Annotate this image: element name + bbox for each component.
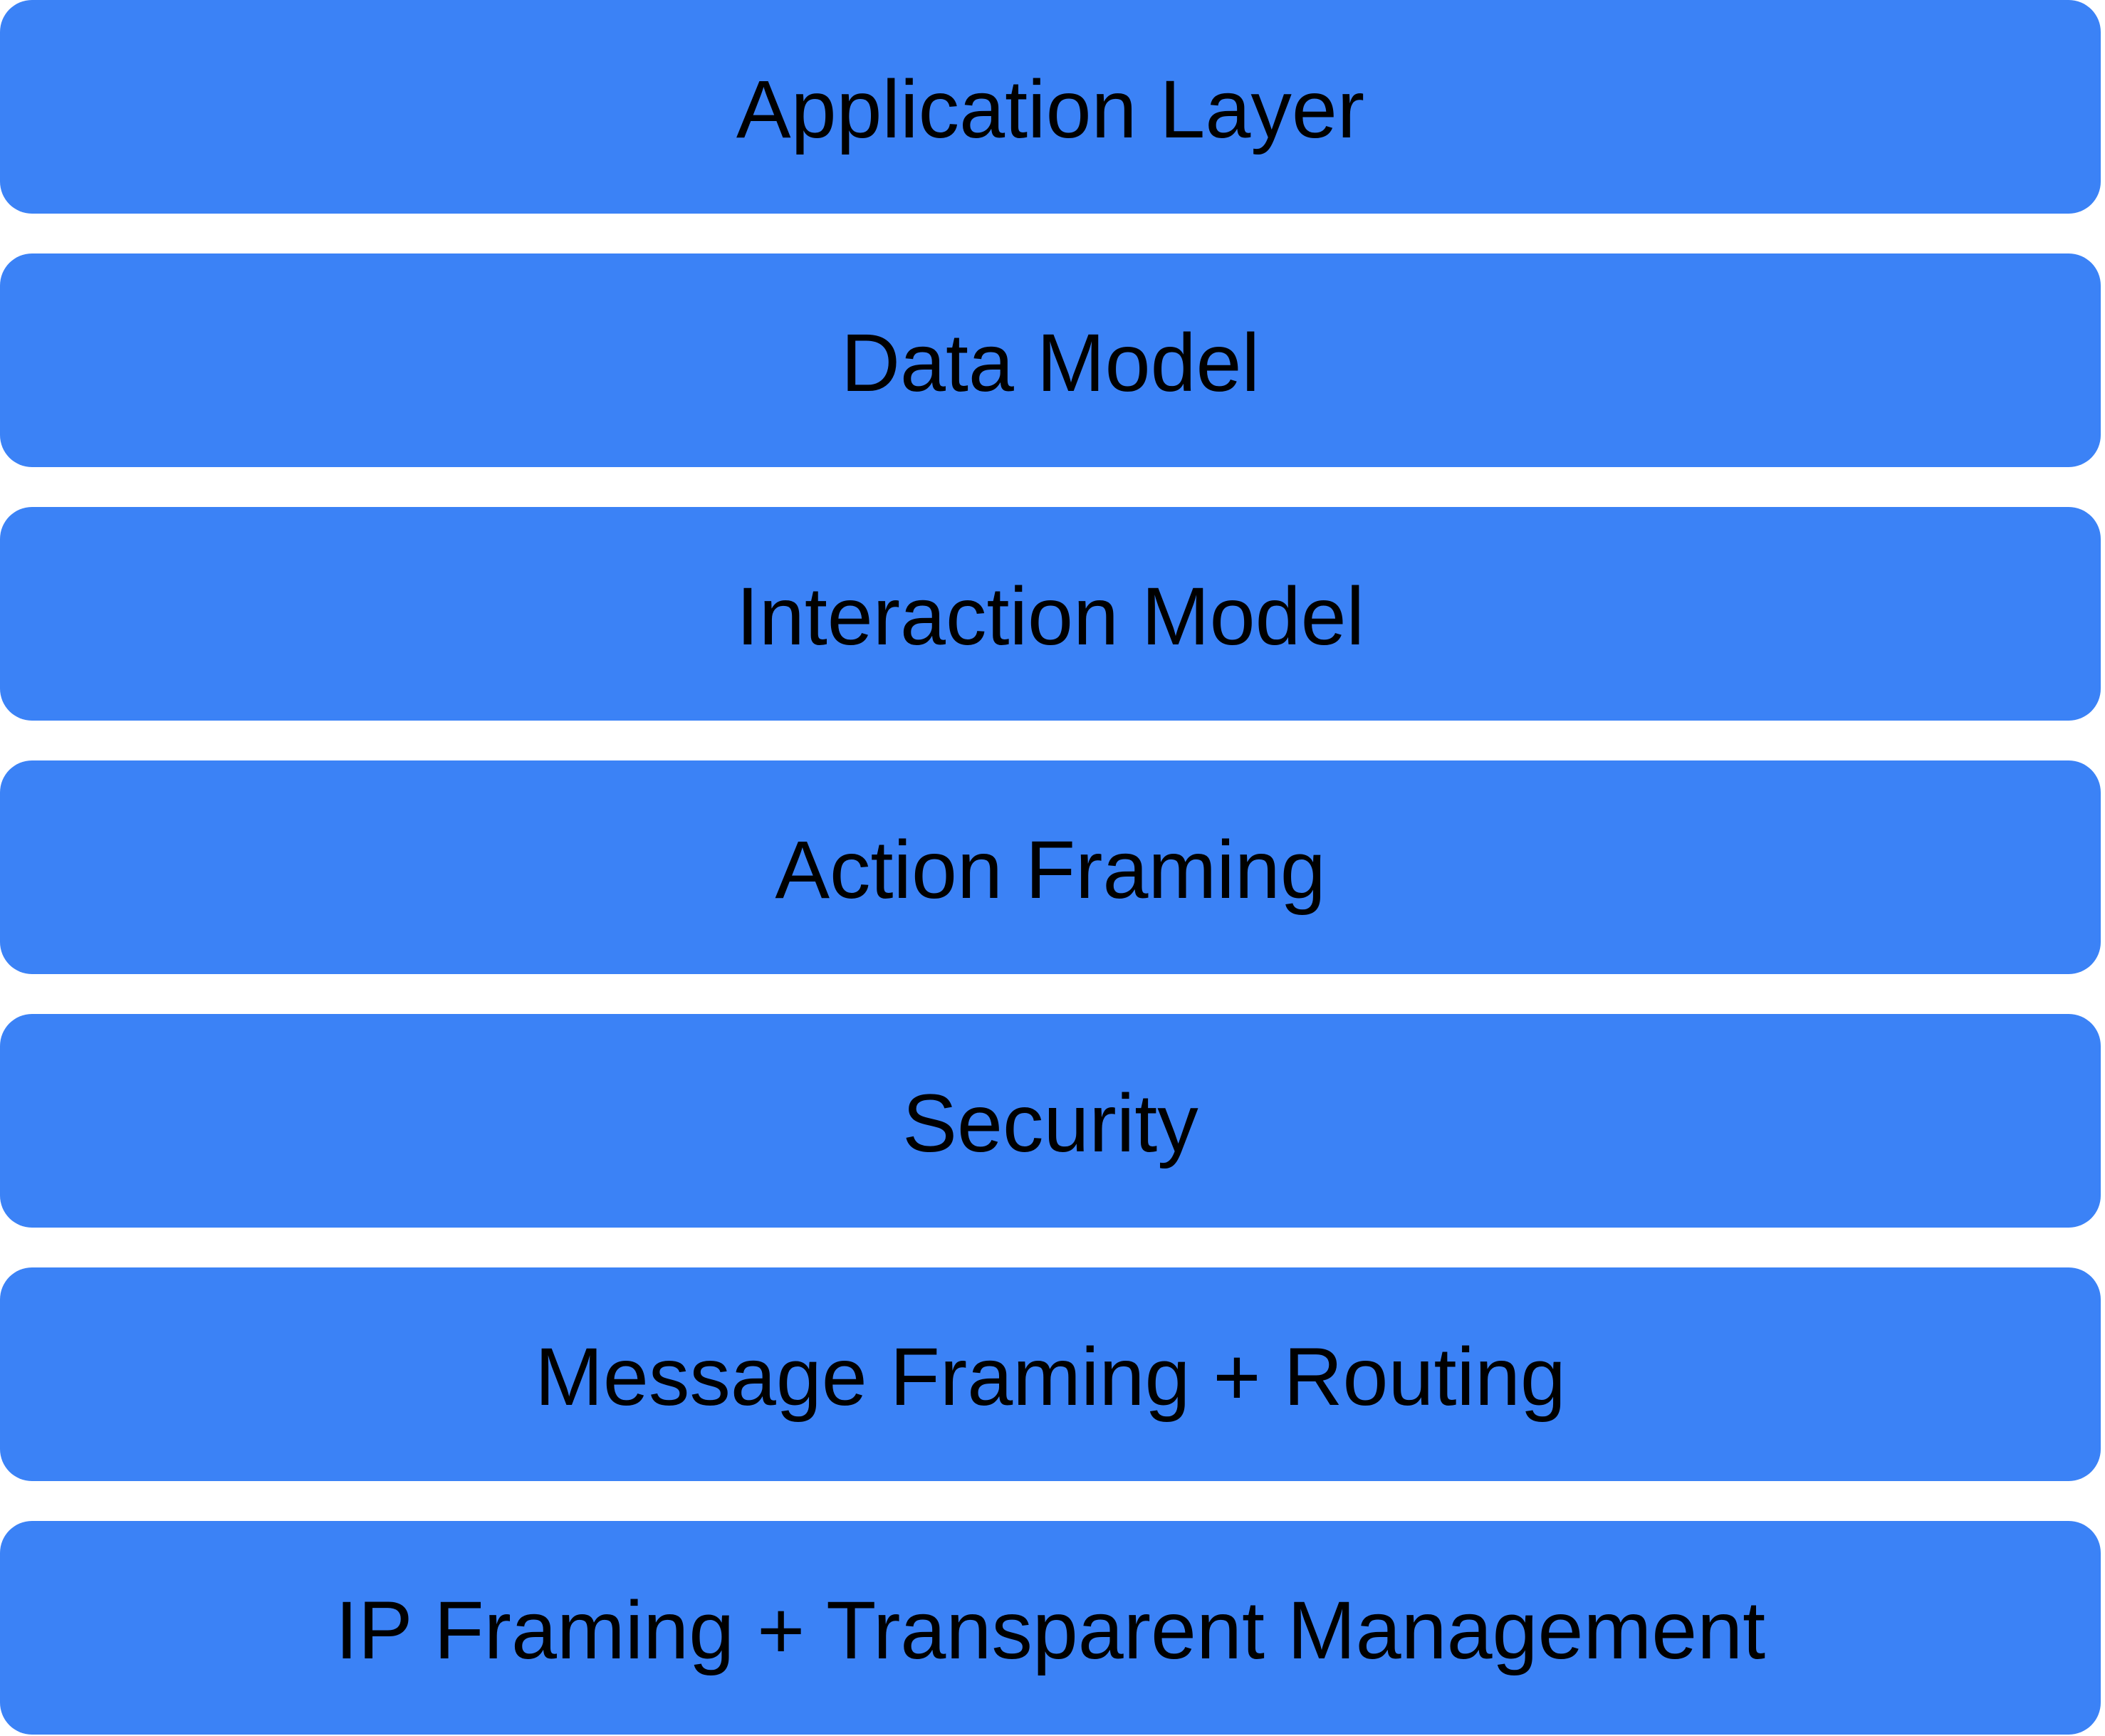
layer-label-interaction-model: Interaction Model: [736, 570, 1365, 662]
layer-box-data-model: Data Model: [0, 253, 2101, 467]
layer-label-security: Security: [902, 1077, 1198, 1169]
layer-label-action-framing: Action Framing: [775, 824, 1326, 916]
layer-box-interaction-model: Interaction Model: [0, 507, 2101, 721]
layer-box-application-layer: Application Layer: [0, 0, 2101, 214]
layer-label-application-layer: Application Layer: [736, 63, 1365, 155]
layer-label-data-model: Data Model: [840, 317, 1260, 409]
layer-label-message-framing-routing: Message Framing + Routing: [535, 1331, 1566, 1423]
layer-box-ip-framing-transparent-management: IP Framing + Transparent Management: [0, 1521, 2101, 1735]
layer-label-ip-framing-transparent-management: IP Framing + Transparent Management: [335, 1584, 1766, 1676]
layer-box-security: Security: [0, 1014, 2101, 1228]
layer-box-action-framing: Action Framing: [0, 760, 2101, 974]
layer-box-message-framing-routing: Message Framing + Routing: [0, 1267, 2101, 1481]
